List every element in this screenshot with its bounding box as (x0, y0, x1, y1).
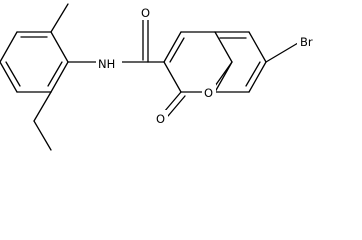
lactone-oxygen-label-bg (154, 110, 168, 126)
bromine-label-bg (297, 33, 317, 49)
ring-oxygen-atom: O (202, 84, 216, 100)
bond-benzo-inner-2 (245, 61, 261, 87)
bond-aryl-inner-3 (47, 61, 63, 87)
bond-aryl-c6-c1 (50, 61, 69, 93)
bond-c6-br (265, 42, 299, 63)
ring-oxygen-label-bg (202, 84, 216, 100)
bond-c2-o-2 (167, 95, 186, 117)
bromine-label: Br (300, 35, 313, 49)
bond-ethyl-ch2 (33, 91, 52, 122)
atom-labels: Br NH O O O (96, 4, 317, 126)
lactone-oxygen-atom: O (154, 110, 168, 126)
bond-c2-c3 (163, 61, 182, 93)
bond-methyl (50, 3, 69, 33)
amide-nh-label-bg (96, 55, 122, 71)
chemical-structure-diagram: Br NH O O O (0, 3, 317, 151)
bond-c3-c4 (163, 31, 182, 63)
lactone-oxygen-label: O (156, 112, 165, 126)
amide-oxygen-label: O (141, 6, 150, 20)
bonds (0, 3, 299, 151)
bond-aryl-c1-c2 (50, 31, 69, 63)
bond-aryl-c4-c5 (0, 61, 18, 93)
bond-aryl-inner-2 (5, 61, 21, 87)
bond-c8-c8a (214, 61, 233, 93)
ring-oxygen-label: O (204, 86, 213, 100)
amide-nh-atom: NH (96, 55, 122, 71)
bond-c5-c6 (248, 31, 267, 63)
amide-nh-label: NH (98, 57, 115, 71)
bond-c6-c7 (248, 61, 267, 93)
bond-c4a-c8a (214, 31, 233, 63)
bond-c3-c4-inner (169, 37, 185, 63)
bromine-atom: Br (297, 33, 317, 49)
bond-c2-o-1 (163, 91, 182, 113)
bond-ethyl-ch3 (33, 120, 52, 151)
bond-aryl-c3-c4 (0, 31, 18, 63)
amide-oxygen-label-bg (139, 4, 153, 20)
amide-oxygen-atom: O (139, 4, 153, 20)
